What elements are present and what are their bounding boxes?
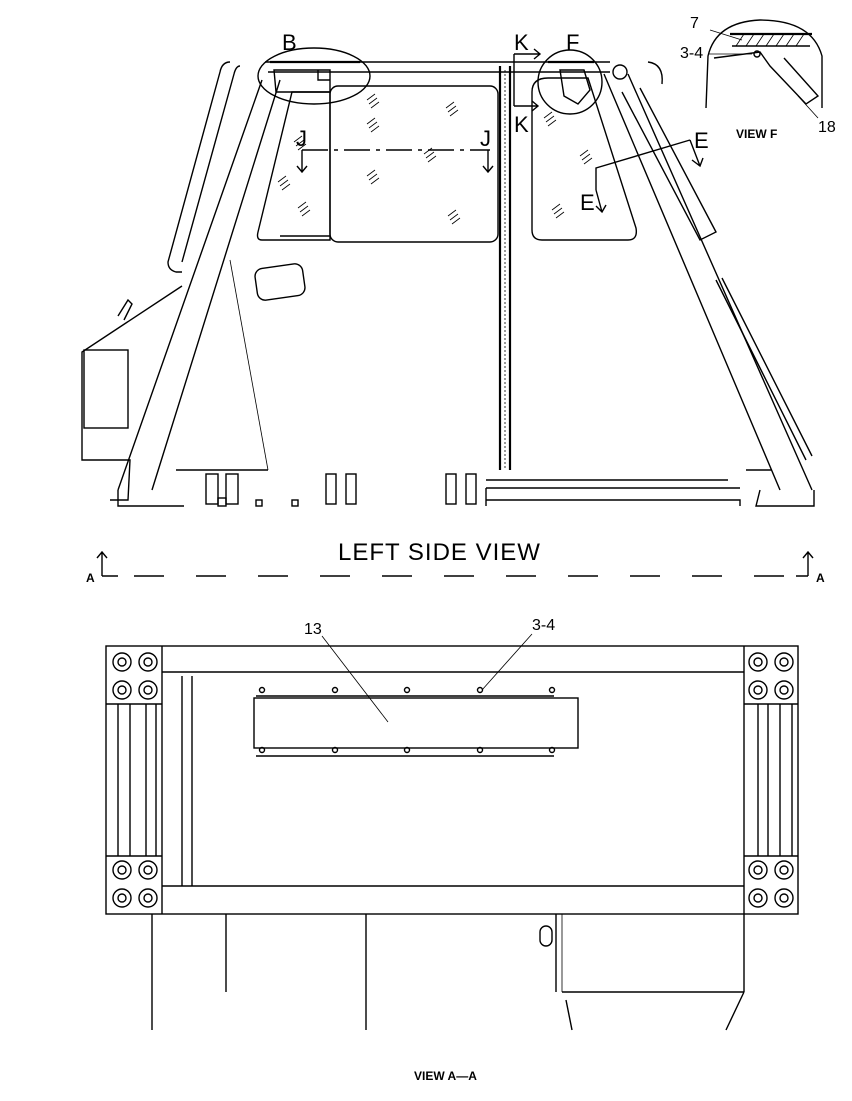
rear-window: [256, 91, 331, 241]
detail-f-bubble: [537, 49, 603, 115]
section-j-arrow-right: [482, 150, 494, 174]
view-a-a: 13 3-4 VIEW A—A: [105, 617, 799, 1083]
front-rail-hook: [647, 61, 663, 85]
right-upright: [757, 704, 793, 856]
plate-13-bolts: [258, 686, 556, 754]
lower-slot: [539, 925, 553, 947]
door-post: [498, 66, 512, 470]
corner-post-edges: [161, 646, 745, 914]
left-side-view-title: LEFT SIDE VIEW: [338, 539, 541, 566]
section-e-line: [595, 139, 691, 190]
left-side-view: B K F K J J E E LEFT SIDE VIEW A A: [81, 30, 825, 585]
section-k-arrow-bottom: [513, 54, 540, 112]
callout-3-4-view-f: 3-4: [680, 45, 703, 62]
glass-hatch-marks: [277, 93, 593, 225]
callout-k-top: K: [514, 30, 529, 55]
callout-7: 7: [690, 15, 699, 32]
right-sill: [755, 489, 815, 507]
section-a-arrow-left: [96, 550, 108, 576]
callout-j-right: J: [480, 126, 491, 151]
view-f-bolt: [753, 50, 761, 58]
section-e-arrow-lower: [595, 189, 607, 214]
frame-outline: [105, 645, 799, 915]
lower-housing: [555, 914, 745, 1031]
lower-legs: [151, 914, 367, 1030]
callout-18: 18: [818, 119, 836, 136]
grab-rail: [167, 61, 231, 273]
leader-3-4-aa: [481, 633, 533, 691]
view-f-detail: 7 3-4 18 VIEW F: [680, 15, 836, 141]
inner-rail-left: [181, 676, 193, 886]
door-handle-recess: [254, 263, 306, 301]
callout-k-bottom: K: [514, 112, 529, 137]
callout-e-lower: E: [580, 190, 595, 215]
corner-bolts: [112, 652, 794, 908]
view-f-bracket: [713, 51, 820, 105]
pillar-hidden-line: [229, 259, 269, 471]
section-a-arrow-right: [802, 550, 814, 576]
left-pillar: [117, 79, 281, 491]
leader-18: [797, 95, 819, 119]
callout-e-upper: E: [694, 128, 709, 153]
door-window: [329, 85, 499, 243]
right-pillar: [603, 73, 813, 491]
detail-f-bracket: [559, 69, 591, 105]
front-window: [531, 77, 638, 241]
section-j-arrow-left: [296, 150, 308, 174]
leader-7: [709, 29, 743, 41]
left-upright: [117, 704, 157, 856]
view-f-hatch: [735, 33, 805, 47]
callout-j-left: J: [296, 126, 307, 151]
detail-b-bubble: [257, 47, 371, 105]
view-f-title: VIEW F: [736, 127, 777, 141]
callout-13: 13: [304, 621, 322, 638]
view-a-a-title: VIEW A—A: [414, 1069, 477, 1083]
plate-13-strips: [256, 695, 554, 757]
frame-rails: [162, 671, 744, 887]
leader-13: [321, 635, 389, 723]
corner-plate-edges: [106, 703, 798, 857]
section-a-label-right: A: [816, 571, 825, 585]
section-e-arrow-upper: [689, 139, 704, 168]
view-f-frame: [705, 19, 823, 109]
front-trim: [715, 277, 813, 461]
grab-rail-inner: [181, 65, 241, 263]
section-k-arrow-top: [514, 48, 542, 60]
left-sill: [117, 469, 268, 507]
callout-f: F: [566, 30, 579, 55]
housing-tab: [117, 298, 133, 321]
callout-b: B: [282, 30, 297, 55]
plate-13: [253, 697, 579, 749]
pivot-pin: [612, 64, 628, 80]
rear-housing-panel: [83, 349, 129, 429]
detail-b-bracket: [273, 69, 331, 93]
wiper-arm: [621, 87, 717, 241]
callout-3-4-view-aa: 3-4: [532, 617, 555, 634]
rear-housing: [81, 285, 183, 501]
hinge-brackets: [205, 473, 477, 507]
section-a-label-left: A: [86, 571, 95, 585]
floor-sill: [485, 479, 741, 506]
